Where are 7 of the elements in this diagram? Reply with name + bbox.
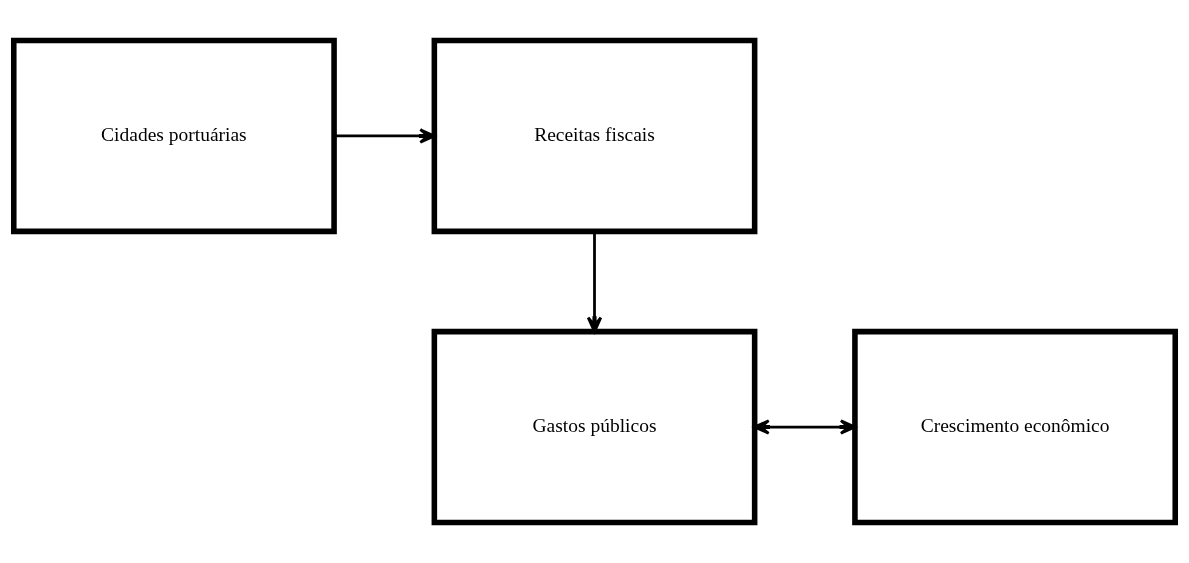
node-box: Gastos públicos xyxy=(431,328,758,526)
node-box: Crescimento econômico xyxy=(852,328,1179,526)
arrow xyxy=(586,231,603,334)
arrow xyxy=(753,419,857,435)
node-box: Receitas fiscais xyxy=(431,37,758,235)
node-box: Cidades portuárias xyxy=(10,37,337,235)
arrow xyxy=(334,128,436,144)
